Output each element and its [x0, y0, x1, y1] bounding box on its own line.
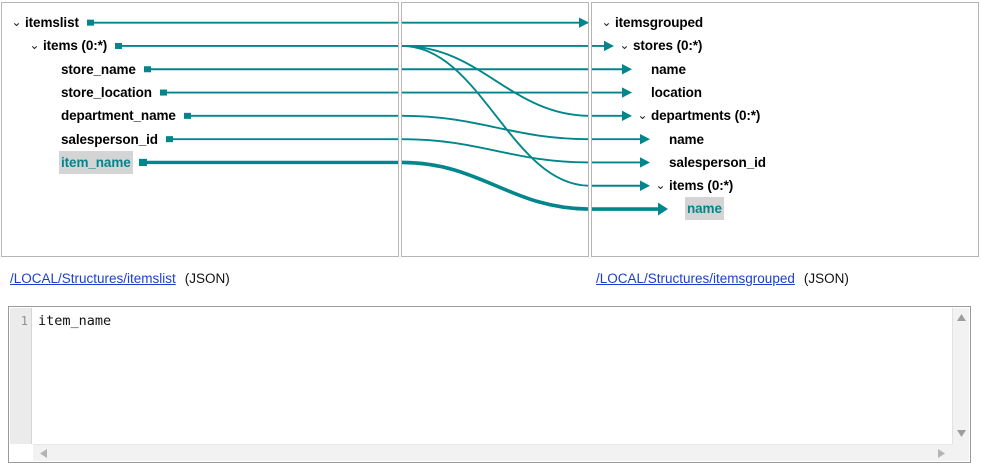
connection-line[interactable] [402, 160, 589, 211]
target-tree-row[interactable]: ⌄itemsgrouped [592, 11, 978, 34]
target-tree-row[interactable]: name [592, 197, 978, 221]
editor-horizontal-scrollbar[interactable] [33, 444, 969, 461]
source-node[interactable]: department_name [46, 104, 178, 127]
source-node[interactable]: item_name [46, 150, 133, 174]
target-node[interactable]: ⌄stores (0:*) [618, 34, 704, 57]
chevron-down-icon[interactable]: ⌄ [619, 38, 630, 53]
scroll-left-icon[interactable] [35, 445, 52, 462]
target-node[interactable]: ⌄items (0:*) [654, 174, 735, 197]
chevron-placeholder-icon [46, 81, 59, 104]
scroll-right-icon[interactable] [933, 445, 950, 462]
connection-line[interactable] [402, 45, 589, 117]
chevron-placeholder-icon [654, 128, 667, 151]
source-node-label[interactable]: store_name [61, 61, 136, 77]
scrollbar-corner [952, 444, 969, 461]
connection-line[interactable] [402, 114, 589, 141]
source-tree-row[interactable]: salesperson_id [2, 128, 398, 151]
target-node-label[interactable]: items (0:*) [669, 178, 734, 194]
target-path: /LOCAL/Structures/itemsgrouped (JSON) [596, 271, 849, 286]
source-tree-row[interactable]: store_location [2, 81, 398, 104]
source-tree-row[interactable]: item_name [2, 150, 398, 174]
source-tree-row[interactable]: store_name [2, 58, 398, 81]
connector-panel[interactable] [401, 2, 589, 257]
target-tree-row[interactable]: salesperson_id [592, 151, 978, 174]
target-node[interactable]: ⌄itemsgrouped [600, 11, 705, 34]
chevron-placeholder-icon [672, 197, 685, 220]
target-path-link[interactable]: /LOCAL/Structures/itemsgrouped [596, 271, 795, 286]
target-node-label[interactable]: name [669, 131, 704, 147]
editor-gutter: 1 [10, 308, 32, 444]
chevron-down-icon[interactable]: ⌄ [637, 108, 648, 123]
target-structure-panel[interactable]: ⌄itemsgrouped⌄stores (0:*) name location… [591, 2, 979, 257]
source-path: /LOCAL/Structures/itemslist (JSON) [10, 271, 230, 286]
target-tree-row[interactable]: ⌄items (0:*) [592, 174, 978, 197]
chevron-placeholder-icon [636, 58, 649, 81]
chevron-placeholder-icon [654, 151, 667, 174]
source-node-label[interactable]: item_name [59, 150, 133, 174]
source-node-label[interactable]: items (0:*) [43, 38, 108, 54]
target-node-label[interactable]: departments (0:*) [651, 108, 761, 124]
source-node[interactable]: store_name [46, 58, 138, 81]
expression-editor-frame[interactable]: 1 item_name [8, 306, 971, 463]
target-node[interactable]: name [672, 197, 724, 221]
connection-lines[interactable] [402, 3, 589, 257]
source-node[interactable]: ⌄itemslist [10, 11, 81, 34]
target-tree-row[interactable]: ⌄stores (0:*) [592, 34, 978, 57]
target-node[interactable]: name [636, 58, 688, 81]
chevron-down-icon[interactable]: ⌄ [29, 38, 40, 53]
target-tree-row[interactable]: ⌄departments (0:*) [592, 104, 978, 127]
target-tree-row[interactable]: name [592, 58, 978, 81]
source-node-label[interactable]: salesperson_id [61, 131, 158, 147]
mapping-area: ⌄itemslist⌄items (0:*) store_name store_… [1, 2, 979, 257]
source-node-label[interactable]: store_location [61, 84, 152, 100]
source-tree-row[interactable]: ⌄itemslist [2, 11, 398, 34]
target-path-type: (JSON) [803, 271, 849, 286]
target-node-label[interactable]: name [651, 61, 686, 77]
source-node-label[interactable]: itemslist [25, 15, 79, 30]
chevron-down-icon[interactable]: ⌄ [11, 15, 22, 29]
target-node-label[interactable]: location [651, 84, 702, 100]
target-node[interactable]: location [636, 81, 704, 104]
target-node[interactable]: name [654, 128, 706, 151]
target-node-label[interactable]: name [685, 197, 724, 221]
chevron-placeholder-icon [636, 81, 649, 104]
connection-arrowhead [579, 17, 588, 28]
target-node[interactable]: salesperson_id [654, 151, 768, 174]
scroll-up-icon[interactable] [953, 310, 970, 327]
line-number: 1 [20, 314, 28, 328]
source-node[interactable]: store_location [46, 81, 154, 104]
source-node[interactable]: salesperson_id [46, 128, 160, 151]
connection-line[interactable] [402, 138, 589, 164]
chevron-placeholder-icon [46, 58, 59, 81]
chevron-placeholder-icon [46, 128, 59, 151]
target-node[interactable]: ⌄departments (0:*) [636, 104, 762, 127]
source-tree-row[interactable]: department_name [2, 104, 398, 127]
chevron-down-icon[interactable]: ⌄ [601, 15, 612, 29]
scroll-down-icon[interactable] [953, 425, 970, 442]
source-path-type: (JSON) [184, 271, 230, 286]
target-node-label[interactable]: stores (0:*) [633, 38, 703, 54]
editor-vertical-scrollbar[interactable] [952, 308, 969, 444]
source-node-label[interactable]: department_name [61, 108, 176, 124]
code-line: item_name [38, 313, 112, 329]
connection-line[interactable] [402, 45, 589, 187]
source-tree-row[interactable]: ⌄items (0:*) [2, 34, 398, 57]
editor-code-area[interactable]: item_name [33, 308, 952, 444]
target-tree-row[interactable]: name [592, 128, 978, 151]
source-node[interactable]: ⌄items (0:*) [28, 34, 109, 57]
chevron-placeholder-icon [46, 151, 59, 174]
source-path-link[interactable]: /LOCAL/Structures/itemslist [10, 271, 176, 286]
target-tree-row[interactable]: location [592, 81, 978, 104]
target-node-label[interactable]: itemsgrouped [615, 15, 704, 30]
source-structure-panel[interactable]: ⌄itemslist⌄items (0:*) store_name store_… [1, 2, 399, 257]
chevron-down-icon[interactable]: ⌄ [655, 178, 666, 193]
target-node-label[interactable]: salesperson_id [669, 154, 766, 170]
chevron-placeholder-icon [46, 104, 59, 127]
